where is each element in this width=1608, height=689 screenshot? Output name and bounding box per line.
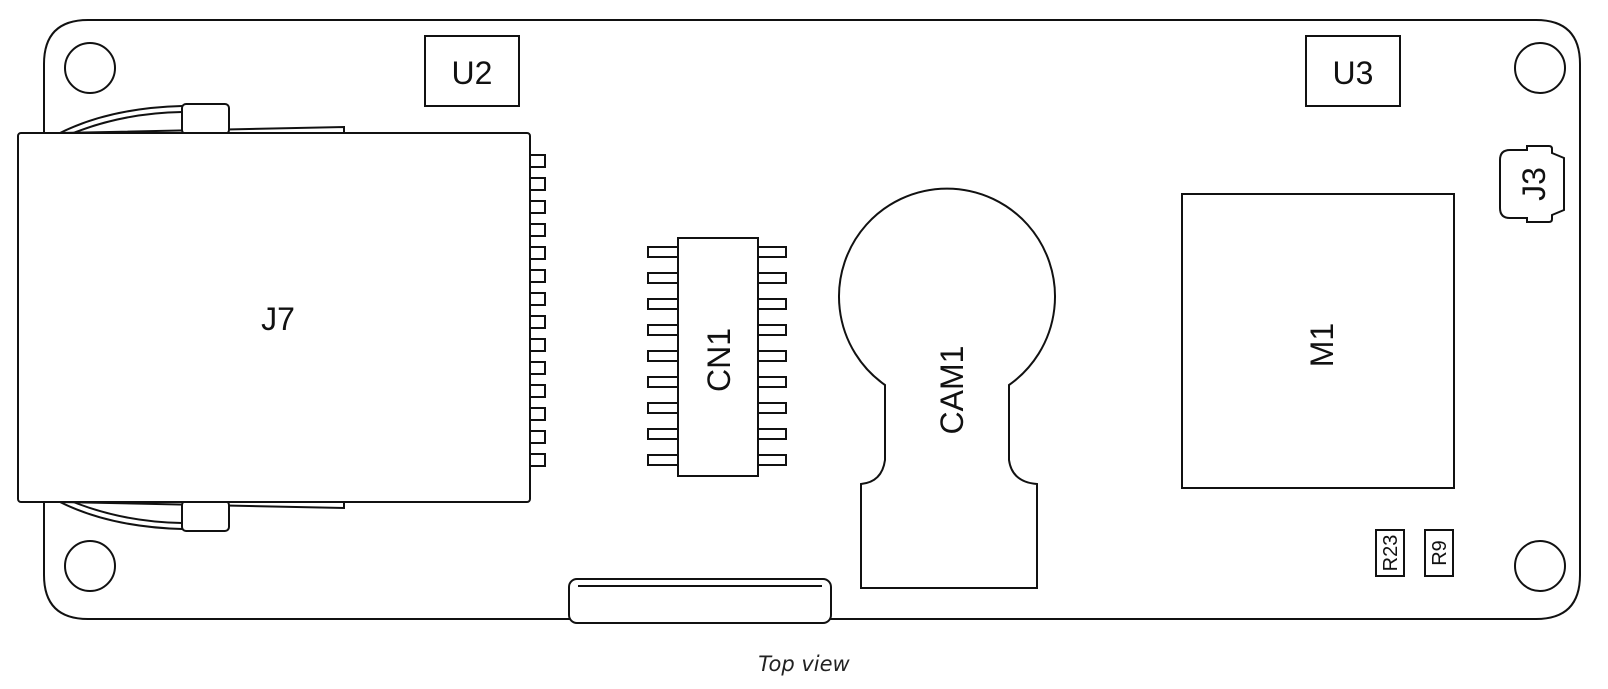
m1-module: M1 xyxy=(1181,193,1455,489)
cn1-label: CN1 xyxy=(701,328,737,392)
cn1-connector: CN1 xyxy=(647,237,787,477)
cam1-label: CAM1 xyxy=(934,346,970,435)
figure-caption: Top view xyxy=(758,652,850,676)
r9-label: R9 xyxy=(1429,540,1451,566)
r9-resistor: R9 xyxy=(1424,529,1454,577)
r23-label: R23 xyxy=(1380,535,1402,572)
j7-label: J7 xyxy=(261,301,295,337)
r23-resistor: R23 xyxy=(1375,529,1405,577)
u2-component: U2 xyxy=(424,35,520,107)
j3-connector: J3 xyxy=(1499,145,1565,223)
bottom-edge-connector xyxy=(568,578,832,624)
u2-label: U2 xyxy=(452,55,493,91)
mounting-hole-top-left xyxy=(64,42,116,94)
cam1-camera: CAM1 xyxy=(838,187,1056,589)
j7-connector: J7 xyxy=(17,103,546,532)
mounting-hole-bottom-right xyxy=(1514,540,1566,592)
u3-label: U3 xyxy=(1333,55,1374,91)
board-outline xyxy=(43,19,1581,620)
u3-component: U3 xyxy=(1305,35,1401,107)
m1-label: M1 xyxy=(1304,323,1340,367)
mounting-hole-top-right xyxy=(1514,42,1566,94)
mounting-hole-bottom-left xyxy=(64,540,116,592)
j3-label: J3 xyxy=(1516,167,1552,201)
